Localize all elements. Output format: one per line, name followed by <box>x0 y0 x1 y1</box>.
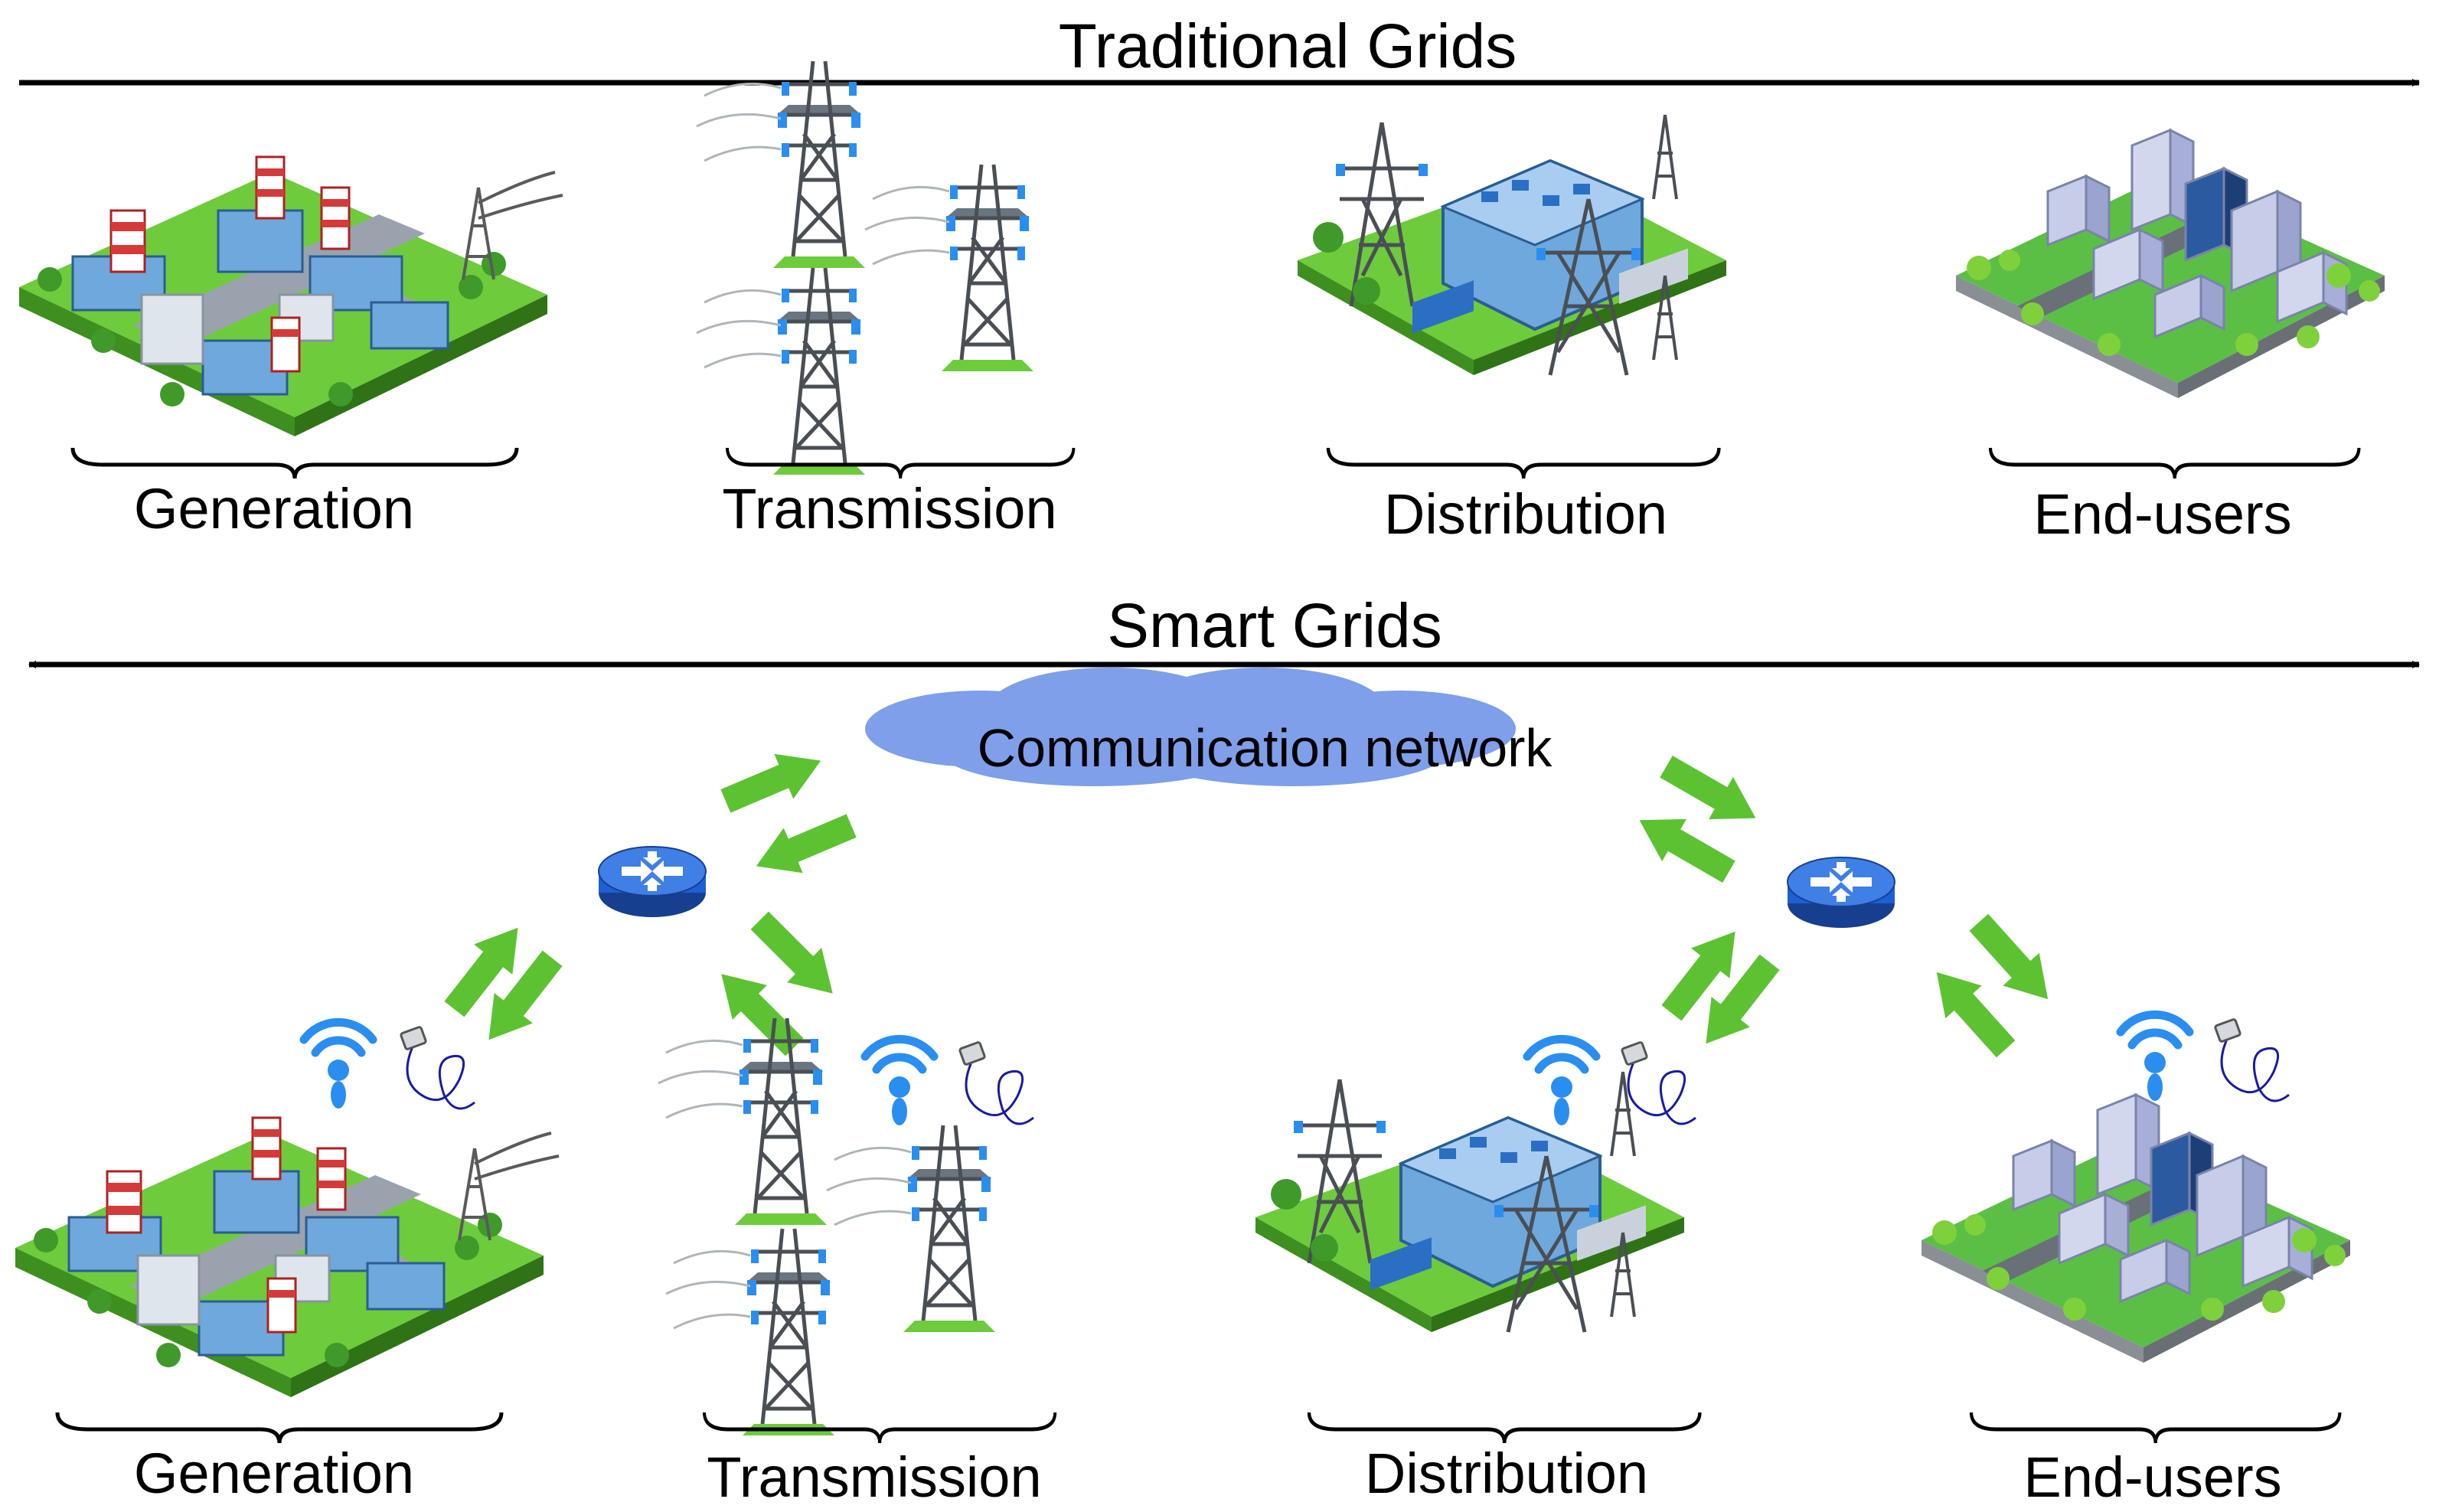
smart-power-plant-icon <box>14 1116 560 1399</box>
router-icon-left <box>598 846 707 918</box>
ethernet-cable-icon <box>958 1040 1035 1125</box>
traditional-label-end-users: End-users <box>2033 482 2292 546</box>
traditional-brace-distribution <box>1328 448 1719 478</box>
ethernet-cable-icon <box>2213 1017 2290 1102</box>
smart-transmission-towers <box>658 1018 995 1435</box>
traditional-city-buildings-icon <box>1954 129 2386 400</box>
smart-brace-transmission <box>704 1412 1055 1443</box>
transmission-tower-icon <box>697 61 865 268</box>
smart-label-end-users: End-users <box>2023 1445 2282 1509</box>
transmission-tower-icon <box>697 268 865 475</box>
traditional-brace-generation <box>73 448 517 478</box>
smart-brace-distribution <box>1309 1412 1699 1443</box>
ethernet-cable-icon <box>399 1025 476 1110</box>
transmission-tower-icon <box>666 1229 834 1435</box>
traditional-label-distribution: Distribution <box>1383 482 1668 546</box>
router-icon-right <box>1787 857 1895 929</box>
smart-label-distribution: Distribution <box>1364 1442 1649 1505</box>
smart-label-transmission: Transmission <box>707 1445 1042 1509</box>
traditional-label-generation: Generation <box>133 477 415 540</box>
smart-brace-generation <box>57 1412 501 1443</box>
traditional-transmission-towers <box>697 61 1033 475</box>
wifi-icon <box>304 1022 373 1109</box>
smart-brace-end-users <box>1971 1412 2339 1443</box>
arrow-cloud-to-router <box>746 803 861 889</box>
communication-network-label: Communication network <box>977 718 1553 778</box>
traditional-label-transmission: Transmission <box>722 477 1057 540</box>
traditional-grids-title: Traditional Grids <box>1058 11 1517 81</box>
transmission-tower-icon <box>865 165 1033 371</box>
wifi-icon <box>865 1039 934 1125</box>
smart-city-buildings-icon <box>1920 1093 2352 1364</box>
smart-label-generation: Generation <box>133 1442 415 1505</box>
wifi-icon <box>2121 1014 2189 1101</box>
wifi-icon <box>1527 1039 1596 1125</box>
traditional-brace-end-users <box>1990 448 2359 478</box>
arrow-router-to-cloud <box>716 738 831 824</box>
smart-substation-icon <box>1255 1072 1684 1332</box>
transmission-tower-icon <box>827 1125 995 1332</box>
traditional-substation-icon <box>1298 115 1726 375</box>
smart-grids-title: Smart Grids <box>1107 591 1442 661</box>
ethernet-cable-icon <box>1620 1040 1697 1125</box>
traditional-power-plant-icon <box>18 155 564 438</box>
transmission-tower-icon <box>658 1018 827 1225</box>
